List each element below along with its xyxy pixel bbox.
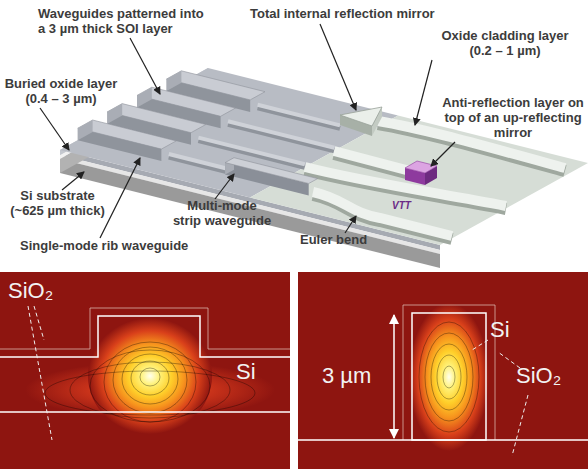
callout-label: Si substrate (~625 µm thick): [5, 188, 110, 218]
callout-label: Single-mode rib waveguide: [20, 238, 230, 253]
block-end: [78, 120, 93, 140]
leader-arrow: [130, 38, 160, 94]
rib-waveguides: [169, 105, 340, 172]
contour: [45, 371, 255, 415]
rib-top: [258, 105, 340, 126]
ar-layer: [405, 161, 437, 173]
callout-label: Waveguides patterned into a 3 µm thick S…: [38, 6, 208, 36]
dashed-pointer: [28, 306, 52, 440]
panel-label: 3 µm: [322, 364, 388, 388]
contour: [90, 350, 210, 422]
panel-label: Si: [490, 318, 530, 342]
block-end: [167, 71, 182, 91]
euler-bend-top: [313, 192, 452, 236]
strip-waveguide: [225, 158, 318, 196]
contour: [419, 322, 479, 432]
panel-label: SiO₂: [516, 364, 586, 388]
rib-mode-panel: [0, 272, 290, 469]
panel-background: [298, 272, 588, 469]
cladding-outline: [0, 308, 290, 349]
box-interface: [0, 411, 290, 413]
leader-arrow: [415, 60, 432, 125]
dashed-pointer: [472, 340, 488, 350]
logo-text: VTT: [392, 200, 432, 212]
block-end: [137, 87, 152, 107]
leader-arrow: [40, 108, 69, 150]
rib-top: [169, 154, 230, 169]
cladding-top: [378, 121, 565, 168]
contour: [113, 347, 187, 413]
tir-mirror: [340, 107, 382, 136]
strip-top: [225, 158, 318, 184]
box-interface: [298, 439, 588, 441]
contour: [437, 355, 461, 399]
mode-contours: [45, 342, 255, 422]
panel-label: Si: [236, 360, 276, 384]
callout-label: Total internal reflection mirror: [250, 6, 480, 21]
block-end: [107, 104, 122, 124]
contour: [425, 333, 473, 421]
leader-arrow: [345, 216, 356, 233]
mode-contours: [419, 322, 479, 432]
rib-side: [258, 108, 340, 129]
callout-label: Oxide cladding layer (0.2 – 1 µm): [430, 28, 580, 58]
callout-label: Euler bend: [300, 232, 390, 247]
rib-top: [228, 121, 334, 148]
panel-label: SiO₂: [8, 279, 78, 303]
rib-side: [228, 124, 334, 151]
leader-arrow: [431, 142, 455, 166]
cladding-top: [334, 151, 410, 171]
panel-background: [0, 272, 290, 469]
rib-side: [169, 157, 230, 172]
callout-label: Multi-mode strip waveguide: [172, 198, 272, 228]
rib-top: [198, 138, 304, 165]
leader-arrow: [320, 24, 356, 110]
cladding-outline: [403, 305, 495, 440]
leader-arrow: [62, 172, 84, 190]
dimension-arrow: [393, 315, 395, 438]
silicon-outline: [0, 316, 290, 357]
dashed-pointer: [34, 306, 44, 340]
callout-label: Buried oxide layer (0.4 – 3 µm): [2, 76, 120, 106]
contour: [104, 342, 196, 422]
contour: [122, 354, 178, 404]
silicon-outline: [412, 313, 486, 440]
mode-profile: [88, 318, 212, 434]
contour: [443, 366, 455, 388]
callout-label: Anti-reflection layer on top of an up-re…: [440, 95, 586, 140]
contour: [431, 344, 467, 410]
contour: [70, 362, 230, 418]
strip-mode-panel: [298, 272, 588, 469]
contour: [131, 361, 169, 395]
mode-profile: [409, 303, 489, 451]
leader-arrow: [100, 158, 140, 238]
leader-arrow: [215, 174, 234, 199]
dashed-pointer: [512, 395, 528, 456]
mirror-top: [340, 107, 382, 126]
